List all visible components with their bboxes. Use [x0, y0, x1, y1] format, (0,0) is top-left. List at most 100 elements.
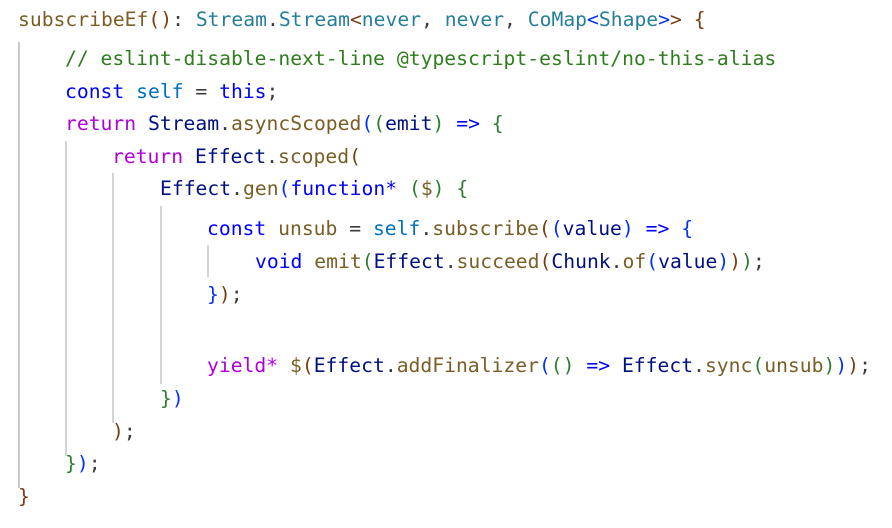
token-keyword: const	[207, 217, 267, 240]
token-arrow: =>	[645, 217, 670, 240]
code-line-2[interactable]: // eslint-disable-next-line @typescript-…	[65, 43, 776, 76]
token-function: $	[289, 354, 302, 377]
code-line-4[interactable]: return Stream.asyncScoped((emit) => {	[65, 108, 504, 141]
token-space	[124, 80, 136, 103]
token-paren: (	[752, 354, 765, 377]
token-brace: {	[456, 177, 469, 200]
token-paren: (	[148, 8, 161, 31]
token-function: subscribe	[432, 217, 539, 240]
token-semicolon: ;	[230, 283, 243, 306]
token-space	[136, 112, 148, 135]
token-comma: ,	[421, 8, 445, 31]
token-parameter: emit	[385, 112, 433, 135]
token-semicolon: ;	[266, 80, 279, 103]
token-dot: .	[420, 217, 433, 240]
token-paren: )	[847, 354, 860, 377]
token-paren: (	[550, 217, 563, 240]
indent-guide-level-2	[65, 141, 67, 456]
token-operator: =	[337, 217, 373, 240]
code-line-13[interactable]: );	[112, 416, 136, 449]
token-paren: )	[76, 452, 89, 475]
token-function: addFinalizer	[396, 354, 539, 377]
token-function: emit	[314, 250, 362, 273]
token-namespace: Effect	[313, 354, 385, 377]
token-paren: (	[373, 112, 386, 135]
code-line-5[interactable]: return Effect.scoped(	[112, 141, 361, 174]
token-paren: (	[349, 145, 361, 168]
token-space	[480, 112, 492, 135]
token-brace: }	[65, 452, 77, 475]
token-parameter: value	[562, 217, 622, 240]
token-comma: ,	[504, 8, 528, 31]
token-space	[302, 250, 314, 273]
token-type: never	[444, 8, 505, 31]
code-line-9[interactable]: });	[207, 279, 243, 312]
token-angle: >	[670, 8, 682, 31]
token-type: never	[361, 8, 422, 31]
code-line-8[interactable]: void emit(Effect.succeed(Chunk.of(value)…	[255, 246, 765, 279]
token-colon: :	[172, 8, 196, 31]
code-line-7[interactable]: const unsub = self.subscribe((value) => …	[207, 213, 693, 246]
token-brace: }	[18, 485, 30, 508]
token-arrow: =>	[456, 112, 480, 135]
token-variable: unsub	[764, 354, 824, 377]
token-dot: .	[444, 250, 457, 273]
code-line-11[interactable]: yield* $(Effect.addFinalizer(() => Effec…	[207, 350, 871, 383]
token-function: of	[622, 250, 647, 273]
token-paren: )	[823, 354, 836, 377]
token-space	[278, 354, 290, 377]
token-angle: <	[349, 8, 362, 31]
token-space	[669, 217, 681, 240]
code-line-12[interactable]: })	[160, 383, 184, 416]
token-paren: (	[361, 250, 374, 273]
token-dot: .	[610, 250, 623, 273]
token-paren: (	[550, 354, 563, 377]
token-semicolon: ;	[859, 354, 871, 377]
token-paren: )	[160, 8, 173, 31]
token-dot: .	[231, 177, 243, 200]
token-paren: (	[646, 250, 659, 273]
token-semicolon: ;	[88, 452, 101, 475]
token-dot: .	[693, 354, 705, 377]
token-paren: )	[432, 112, 445, 135]
token-brace: {	[693, 8, 706, 31]
token-paren: (	[301, 354, 314, 377]
token-space	[444, 112, 456, 135]
token-angle: <	[587, 8, 599, 31]
token-namespace: Effect	[160, 177, 232, 200]
token-semicolon: ;	[752, 250, 765, 273]
token-paren: )	[741, 250, 753, 273]
token-control-keyword: yield*	[207, 354, 279, 377]
token-angle: >	[658, 8, 671, 31]
token-variable: value	[658, 250, 718, 273]
token-space	[575, 354, 587, 377]
code-line-15[interactable]: }	[18, 481, 30, 514]
indent-guide-level-3	[112, 173, 114, 423]
token-keyword: const	[65, 80, 125, 103]
token-brace: {	[491, 112, 504, 135]
token-parameter: $	[420, 177, 433, 200]
code-line-1[interactable]: subscribeEf(): Stream.Stream<never, neve…	[18, 4, 706, 37]
token-arrow: =>	[586, 354, 611, 377]
token-function: sync	[704, 354, 753, 377]
token-namespace: Effect	[373, 250, 445, 273]
token-operator: =	[183, 80, 220, 103]
token-function: scoped	[277, 145, 350, 168]
token-dot: .	[219, 112, 231, 135]
code-line-14[interactable]: });	[65, 448, 101, 481]
token-paren: )	[717, 250, 730, 273]
token-namespace: Stream	[195, 8, 267, 31]
token-paren: (	[539, 250, 552, 273]
token-keyword: function*	[290, 177, 398, 200]
code-line-3[interactable]: const self = this;	[65, 76, 278, 109]
token-namespace: Effect	[621, 354, 694, 377]
token-paren: )	[171, 387, 184, 410]
code-line-6[interactable]: Effect.gen(function* ($) {	[160, 173, 468, 206]
indent-guide-level-1	[18, 42, 20, 488]
token-space	[634, 217, 646, 240]
token-comment: // eslint-disable-next-line @typescript-…	[65, 47, 777, 70]
token-brace: }	[160, 387, 172, 410]
token-semicolon: ;	[123, 420, 136, 443]
token-function: asyncScoped	[230, 112, 362, 135]
